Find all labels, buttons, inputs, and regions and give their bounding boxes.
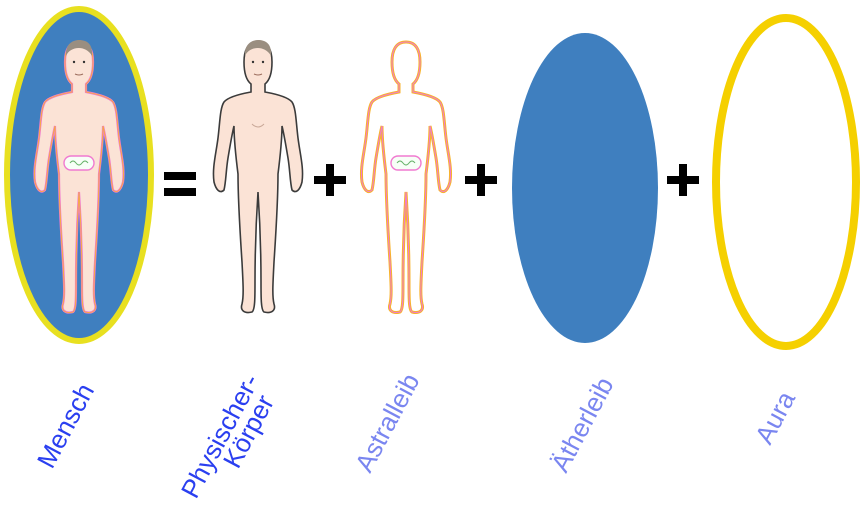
label-mensch: Mensch xyxy=(31,378,100,472)
aetherleib-ellipse xyxy=(512,33,658,343)
label-aura: Aura xyxy=(749,386,802,449)
plus-sign-1 xyxy=(314,164,346,196)
plus-sign-3 xyxy=(667,164,699,196)
aura-ellipse xyxy=(716,18,856,346)
plus-sign-2 xyxy=(465,164,497,196)
physischer-koerper-figure xyxy=(213,40,302,313)
equals-sign xyxy=(164,172,196,196)
label-aetherleib: Ätherleib xyxy=(545,372,620,477)
astralleib-figure xyxy=(361,42,450,313)
mensch-figure xyxy=(7,9,151,341)
label-astralleib: Astralleib xyxy=(349,368,426,477)
